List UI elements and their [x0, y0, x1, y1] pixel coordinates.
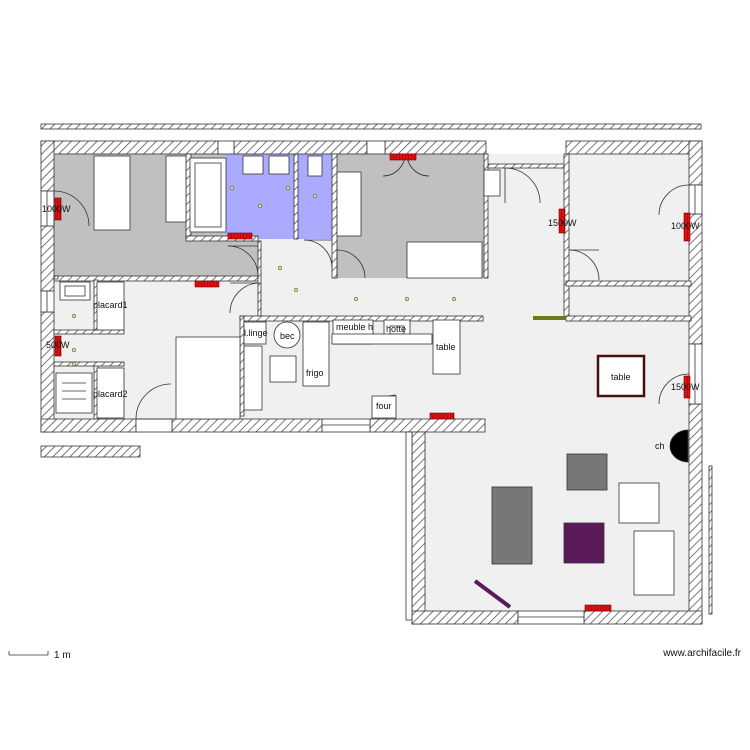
sink-label: bec — [280, 331, 295, 341]
light-points — [71, 185, 457, 367]
labels: 1000W 1500W 1000W 500W 1500W placard1 pl… — [42, 204, 700, 451]
radiator — [558, 208, 566, 234]
counter-left — [243, 345, 263, 411]
placard2-label: placard2 — [93, 389, 128, 399]
credit-text: www.archifacile.fr — [662, 648, 741, 659]
desk-1 — [165, 155, 187, 223]
fridge-label: frigo — [306, 368, 324, 378]
radiator — [683, 212, 691, 242]
purple-stick — [473, 579, 512, 609]
radiator — [194, 280, 220, 288]
gray-square — [566, 453, 608, 491]
radiator — [389, 153, 417, 161]
top-fence — [40, 123, 702, 130]
kitchen-table-label: table — [436, 342, 456, 352]
laundry-label: l.linge — [244, 328, 268, 338]
radiator — [683, 375, 691, 399]
kitchen-table — [432, 319, 461, 375]
radiator — [227, 232, 253, 240]
radiator-label-bath: 500W — [46, 340, 70, 350]
radiator-label-bedroom-1: 1000W — [42, 204, 71, 214]
furniture — [55, 155, 689, 609]
bed-1 — [93, 155, 131, 231]
hood-label: hotte — [386, 324, 406, 334]
radiators — [54, 153, 691, 612]
living-table — [596, 354, 646, 398]
radiator — [584, 604, 612, 612]
cooktop — [331, 333, 433, 345]
sink-2 — [268, 155, 290, 175]
wc — [307, 155, 323, 177]
fireplace — [669, 429, 689, 463]
radiator — [429, 412, 455, 420]
desk-2 — [336, 171, 362, 237]
fridge — [302, 321, 330, 387]
bed-3 — [175, 336, 241, 420]
scale-label: 1 m — [54, 650, 71, 661]
windows — [40, 140, 703, 625]
placard2-box — [96, 367, 125, 419]
placard1-box — [96, 281, 125, 331]
fireplace-label: ch — [655, 441, 665, 451]
living-table-label: table — [611, 372, 631, 382]
armchair — [618, 482, 660, 524]
sofa — [491, 486, 533, 565]
radiator — [54, 197, 62, 221]
sink-1 — [242, 155, 264, 175]
bed-2 — [406, 241, 483, 279]
cabinet — [633, 530, 675, 596]
radiator — [54, 335, 62, 357]
radiator-label-bedroom-3: 1000W — [671, 221, 700, 231]
oven — [371, 395, 397, 419]
laundry-machine — [243, 321, 267, 345]
oven-label: four — [376, 401, 392, 411]
wall-cabinet-label: meuble h — [336, 322, 373, 332]
purple-pouf — [563, 522, 605, 564]
radiator-label-corridor: 1500W — [548, 218, 577, 228]
placard1-label: placard1 — [93, 300, 128, 310]
radiator-label-living: 1500W — [671, 382, 700, 392]
sink-circle — [273, 321, 301, 349]
scale-bar — [8, 651, 49, 656]
shower — [55, 372, 93, 414]
